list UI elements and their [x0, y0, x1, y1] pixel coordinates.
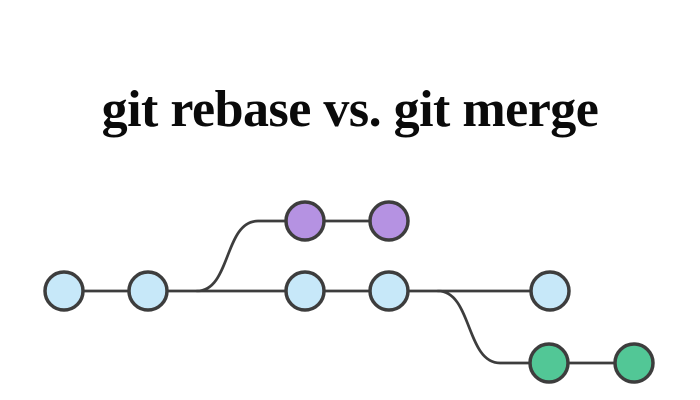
commit-nodes [43, 200, 655, 384]
commit-node-top [284, 200, 326, 242]
commit-node-main [368, 270, 410, 312]
commit-node-main [529, 270, 571, 312]
commit-node-bottom [528, 342, 570, 384]
page-title: git rebase vs. git merge [101, 81, 599, 138]
commit-node-main [127, 270, 169, 312]
commit-node-main [43, 270, 85, 312]
bottom-branch-connector [436, 289, 636, 365]
commit-node-top [368, 200, 410, 242]
commit-node-bottom [613, 342, 655, 384]
top-branch-connector [195, 219, 391, 293]
commit-node-main [284, 270, 326, 312]
